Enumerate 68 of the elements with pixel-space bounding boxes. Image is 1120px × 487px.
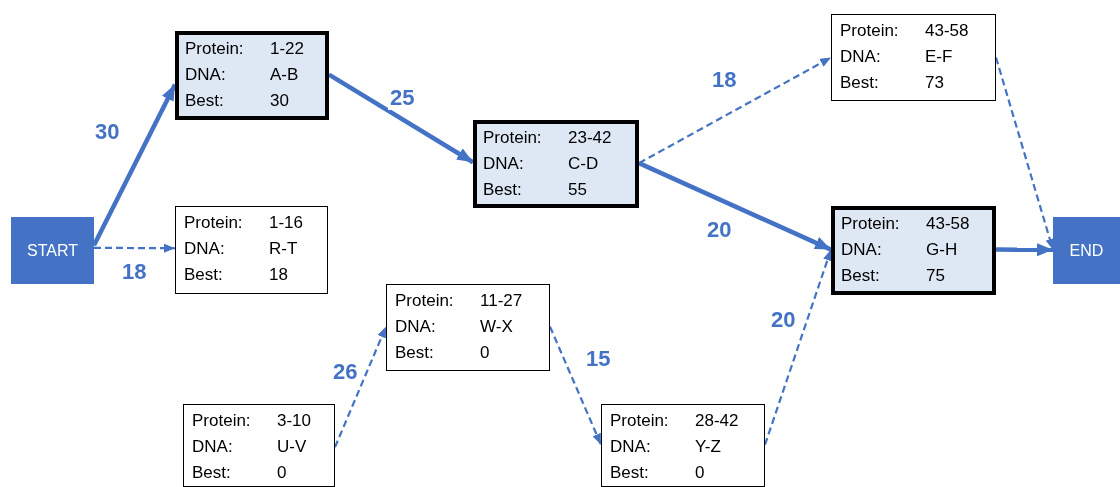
field-value: 11-27	[480, 290, 523, 312]
field-value: 30	[270, 90, 290, 112]
info-box	[831, 206, 996, 295]
field-value: 18	[269, 264, 289, 286]
field-value: Y-Z	[695, 436, 722, 458]
arrow	[334, 326, 387, 448]
arrow	[994, 57, 1055, 251]
field-label: Protein:	[185, 38, 245, 60]
field-value: 43-58	[925, 20, 969, 42]
field-value: 73	[925, 72, 945, 94]
info-box	[831, 14, 996, 101]
field-value: 1-16	[269, 212, 304, 234]
field-value: 0	[480, 342, 491, 364]
field-label: Protein:	[840, 20, 900, 42]
field-label: DNA:	[483, 153, 525, 175]
arrow	[763, 249, 833, 446]
field-value: W-X	[480, 316, 514, 338]
field-label: DNA:	[610, 436, 652, 458]
field-value: 0	[695, 462, 706, 484]
arrow	[549, 326, 602, 446]
field-label: Best:	[192, 462, 232, 484]
field-value: 75	[926, 265, 946, 287]
info-box	[175, 206, 328, 294]
arrow	[638, 56, 832, 165]
terminal-label: END	[1069, 241, 1104, 260]
terminal-box	[1053, 217, 1120, 284]
field-value: 23-42	[568, 127, 612, 149]
field-value: 43-58	[926, 213, 970, 235]
field-label: Protein:	[483, 127, 543, 149]
field-label: DNA:	[841, 239, 883, 261]
field-label: Best:	[841, 265, 881, 287]
field-label: DNA:	[840, 46, 882, 68]
field-value: E-F	[925, 46, 954, 68]
field-value: 1-22	[270, 38, 305, 60]
terminal-box	[11, 217, 94, 284]
field-label: Protein:	[395, 290, 455, 312]
arrow	[638, 161, 832, 252]
terminal-label: START	[27, 241, 78, 260]
info-box	[386, 284, 550, 371]
field-value: A-B	[270, 64, 300, 86]
field-value: U-V	[277, 436, 308, 458]
field-label: Best:	[395, 342, 435, 364]
field-label: Best:	[184, 264, 224, 286]
field-value: 28-42	[695, 410, 739, 432]
field-value: 55	[568, 179, 588, 201]
field-label: Best:	[610, 462, 650, 484]
arrow	[94, 243, 175, 253]
field-value: 0	[277, 462, 288, 484]
field-label: Best:	[185, 90, 225, 112]
info-box	[183, 404, 335, 487]
field-value: C-D	[568, 153, 600, 175]
field-value: G-H	[926, 239, 959, 261]
info-box	[473, 120, 639, 208]
field-label: Protein:	[841, 213, 901, 235]
field-label: DNA:	[185, 64, 227, 86]
field-label: DNA:	[395, 316, 437, 338]
field-label: DNA:	[184, 238, 226, 260]
field-label: Protein:	[184, 212, 244, 234]
arrow	[996, 243, 1053, 257]
field-label: DNA:	[192, 436, 234, 458]
field-label: Protein:	[610, 410, 670, 432]
info-box	[601, 404, 765, 487]
field-value: 3-10	[277, 410, 312, 432]
field-label: Best:	[483, 179, 523, 201]
info-box	[175, 31, 329, 120]
field-label: Protein:	[192, 410, 252, 432]
field-value: R-T	[269, 238, 299, 260]
field-label: Best:	[840, 72, 880, 94]
